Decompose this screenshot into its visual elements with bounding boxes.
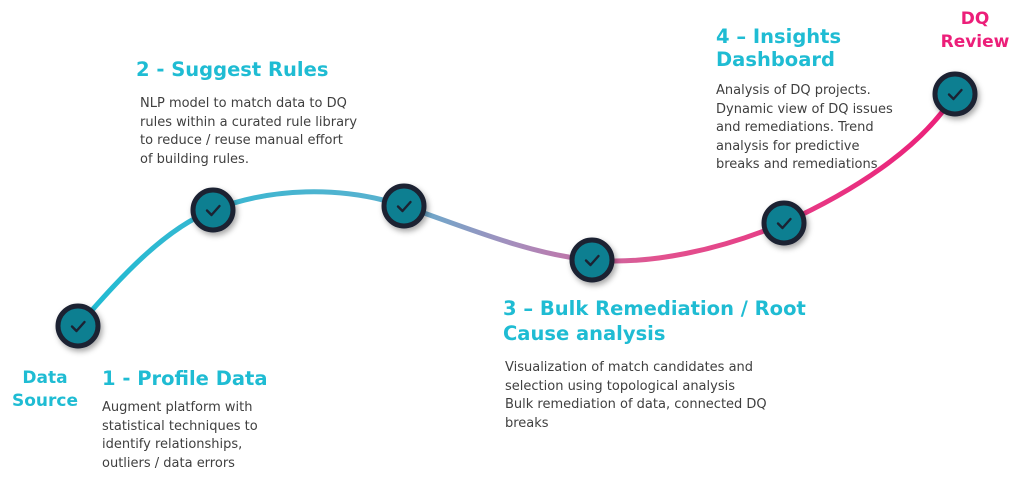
step-1-title: 1 - Profile Data	[102, 367, 268, 390]
check-icon	[947, 88, 963, 101]
milestone-node-3	[381, 183, 427, 229]
step-3-title: 3 – Bulk Remediation / Root Cause analys…	[503, 297, 806, 345]
milestone-node-6	[932, 71, 978, 117]
step-1-description: Augment platform with statistical techni…	[102, 400, 258, 471]
check-icon	[396, 200, 412, 213]
step-2-description: NLP model to match data to DQ rules with…	[140, 96, 358, 167]
check-icon	[584, 254, 600, 267]
step-3-description: Visualization of match candidates and se…	[505, 360, 767, 431]
end-label-dq-review: DQ Review	[940, 9, 1010, 52]
step-4-description: Analysis of DQ projects. Dynamic view of…	[716, 83, 893, 172]
milestone-node-5	[761, 200, 807, 246]
check-icon	[70, 320, 86, 333]
milestone-node-4	[569, 237, 615, 283]
check-icon	[205, 204, 221, 217]
start-label-data-source: Data Source	[11, 368, 79, 411]
check-icon	[776, 217, 792, 230]
milestone-node-1	[55, 303, 101, 349]
step-4-title: 4 – Insights Dashboard	[716, 25, 842, 71]
step-2-title: 2 - Suggest Rules	[136, 58, 329, 81]
milestone-node-2	[190, 187, 236, 233]
